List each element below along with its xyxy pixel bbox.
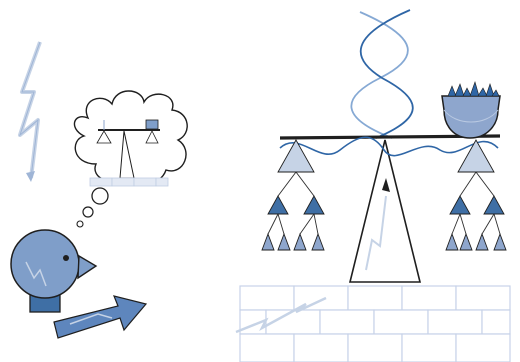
thought-bubble-icon	[74, 91, 187, 227]
pot-icon	[442, 82, 500, 138]
double-helix-icon	[351, 10, 412, 138]
bird-head-icon	[11, 230, 96, 312]
right-arrow-icon	[54, 296, 146, 338]
triangle-tree-icon	[446, 140, 506, 250]
mini-wall	[90, 178, 168, 186]
brick-wall-icon	[240, 286, 510, 362]
triangle-tree-icon	[262, 140, 324, 250]
lightning-bolt-icon	[20, 42, 40, 182]
